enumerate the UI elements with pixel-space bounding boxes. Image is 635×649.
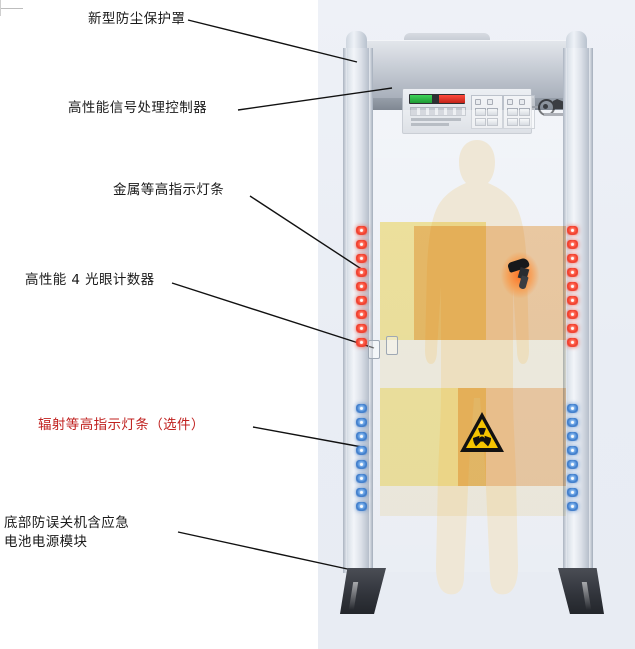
radiation-led [356, 418, 367, 427]
metal-led-strip-left [356, 226, 367, 347]
metal-led [356, 254, 367, 263]
radiation-led [356, 432, 367, 441]
callout-label-battery-line-1: 底部防误关机含应急 [4, 515, 130, 531]
metal-led [567, 310, 578, 319]
post-edge-inner-right [589, 48, 593, 573]
radiation-warning-sign [458, 410, 506, 454]
radiation-led [567, 446, 578, 455]
radiation-led-strip-right [567, 404, 578, 511]
metal-led-strip-right [567, 226, 578, 347]
panel-key-3[interactable] [475, 118, 486, 126]
metal-led [356, 338, 367, 347]
callout-label-metal-indicator-strip: 金属等高指示灯条 [113, 182, 225, 198]
metal-led [356, 282, 367, 291]
metal-led [567, 254, 578, 263]
header-beam [356, 40, 590, 134]
panel-key-group-left[interactable] [471, 95, 503, 129]
lower-pale-zone [380, 486, 566, 516]
radiation-led [567, 502, 578, 511]
corner-registration-mark [0, 0, 23, 16]
radiation-led-strip-left [356, 404, 367, 511]
metal-led [567, 268, 578, 277]
metal-led [567, 324, 578, 333]
callout-label-battery-power-module: 底部防误关机含应急 电池电源模块 [4, 514, 129, 552]
radiation-led [356, 460, 367, 469]
callout-label-radiation-indicator-strip: 辐射等高指示灯条（选件） [38, 417, 205, 433]
panel-small-led-4 [519, 99, 525, 105]
base-foot-left [340, 552, 386, 614]
display-green-segment [410, 95, 432, 103]
radiation-led [567, 474, 578, 483]
metal-led [567, 338, 578, 347]
panel-label-line-2 [411, 123, 449, 126]
callout-label-battery-line-2: 电池电源模块 [4, 534, 88, 550]
photo-eye-window-2 [386, 336, 398, 355]
base-foot-right [558, 552, 604, 614]
radiation-led [567, 488, 578, 497]
metal-led [567, 226, 578, 235]
base-foot-wedge-left [340, 568, 386, 614]
base-foot-wedge-right [558, 568, 604, 614]
metal-led [567, 296, 578, 305]
panel-key-5[interactable] [507, 108, 518, 116]
metal-led [567, 282, 578, 291]
panel-key-6[interactable] [519, 108, 530, 116]
radiation-led [567, 418, 578, 427]
metal-led [356, 226, 367, 235]
radiation-led [356, 488, 367, 497]
radiation-led [567, 432, 578, 441]
callout-label-signal-controller: 高性能信号处理控制器 [68, 100, 207, 116]
radiation-led [567, 460, 578, 469]
radiation-led [356, 474, 367, 483]
upper-orange-zone [414, 226, 566, 340]
radiation-led [356, 404, 367, 413]
radiation-led [567, 404, 578, 413]
control-panel[interactable] [402, 88, 535, 134]
panel-key-8[interactable] [519, 118, 530, 126]
panel-key-7[interactable] [507, 118, 518, 126]
photo-eye-window-1 [368, 340, 380, 359]
metal-led [356, 324, 367, 333]
radiation-led [356, 502, 367, 511]
metal-led [567, 240, 578, 249]
panel-small-led-2 [487, 99, 493, 105]
panel-key-2[interactable] [487, 108, 498, 116]
panel-key-1[interactable] [475, 108, 486, 116]
panel-display [409, 94, 465, 104]
panel-small-led-1 [475, 99, 481, 105]
logo-micro-text [532, 106, 538, 108]
mid-pale-zone [380, 340, 566, 388]
post-edge-outer-left [343, 48, 347, 573]
panel-small-led-3 [507, 99, 513, 105]
dust-cover-cap-right [566, 31, 587, 53]
radiation-led [356, 446, 367, 455]
panel-key-group-right[interactable] [503, 95, 535, 129]
display-red-segment [439, 95, 465, 103]
product-photo-plate [318, 0, 635, 649]
metal-led [356, 296, 367, 305]
callout-label-dust-cover: 新型防尘保护罩 [88, 11, 186, 27]
concealed-pistol-threat [501, 252, 539, 298]
metal-led [356, 240, 367, 249]
metal-led [356, 310, 367, 319]
metal-led [356, 268, 367, 277]
panel-label-line-1 [411, 118, 461, 121]
callout-label-photo-eye-counter: 高性能 4 光眼计数器 [25, 272, 155, 288]
panel-indicator-row [410, 107, 466, 116]
panel-key-4[interactable] [487, 118, 498, 126]
metal-detector-gantry [318, 0, 635, 649]
